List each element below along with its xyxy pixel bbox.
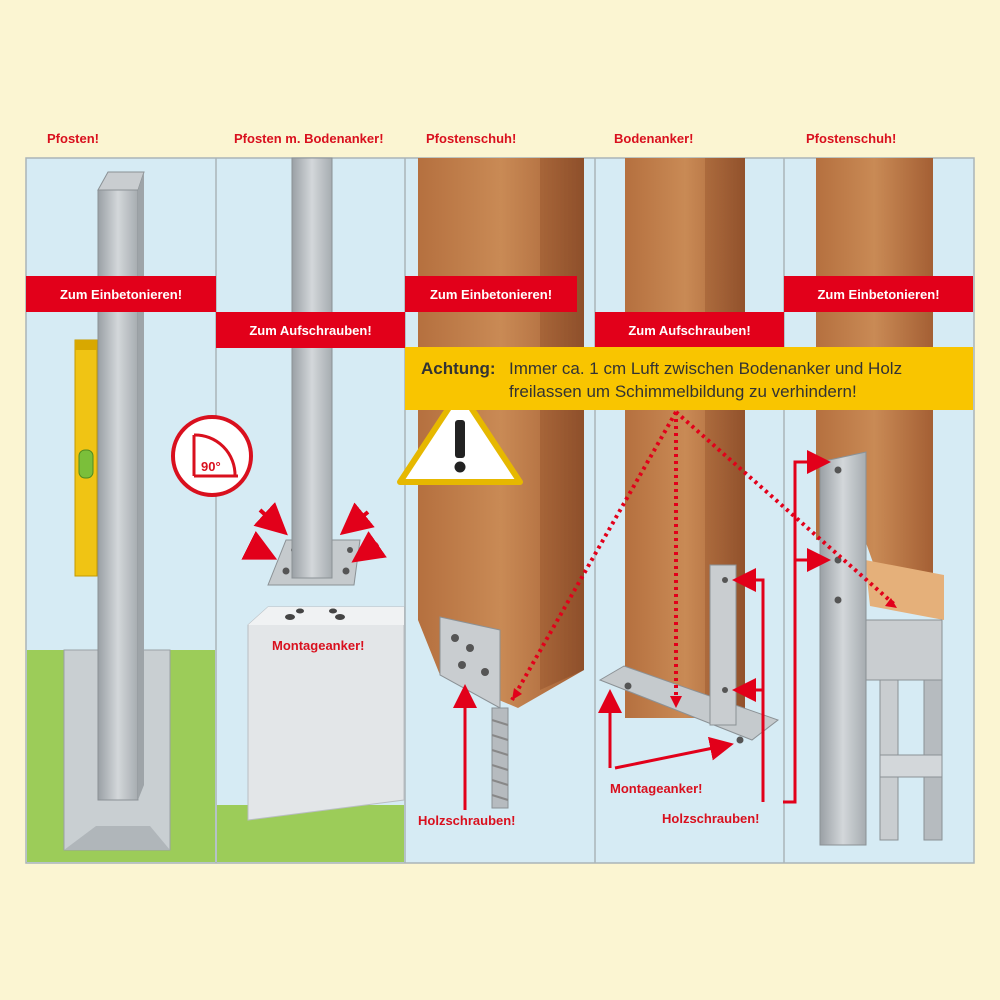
label-holzschrauben-4: Holzschrauben! <box>662 811 760 826</box>
banner-aufschrauben-2: Zum Aufschrauben! <box>216 312 405 348</box>
spirit-level-icon <box>74 339 98 577</box>
concrete-block <box>247 606 405 821</box>
warning-text-line1: Immer ca. 1 cm Luft zwischen Bodenanker … <box>509 359 903 378</box>
banner-einbetonieren-1: Zum Einbetonieren! <box>26 276 216 312</box>
label-montageanker-2: Montageanker! <box>272 638 365 653</box>
title-pfosten: Pfosten! <box>47 131 99 146</box>
warning-text-line2: freilassen um Schimmelbildung zu verhind… <box>509 382 857 401</box>
banner-aufschrauben-4: Zum Aufschrauben! <box>595 312 784 348</box>
warning-label: Achtung: <box>421 359 496 378</box>
label-montageanker-4: Montageanker! <box>610 781 703 796</box>
title-pfosten-bodenanker: Pfosten m. Bodenanker! <box>234 131 384 146</box>
label-holzschrauben-3: Holzschrauben! <box>418 813 516 828</box>
warning-box: Achtung: Immer ca. 1 cm Luft zwischen Bo… <box>405 347 973 410</box>
title-pfostenschuh-1: Pfostenschuh! <box>426 131 517 146</box>
banner-einbetonieren-3: Zum Einbetonieren! <box>405 276 577 312</box>
banner-einbetonieren-5: Zum Einbetonieren! <box>784 276 973 312</box>
angle-90-icon <box>171 415 253 497</box>
angle-label: 90° <box>201 459 221 474</box>
title-bodenanker: Bodenanker! <box>614 131 694 146</box>
title-pfostenschuh-2: Pfostenschuh! <box>806 131 897 146</box>
steel-post-2 <box>291 157 333 579</box>
post-shoe-5 <box>819 451 867 846</box>
warning-triangle-icon <box>397 388 523 485</box>
